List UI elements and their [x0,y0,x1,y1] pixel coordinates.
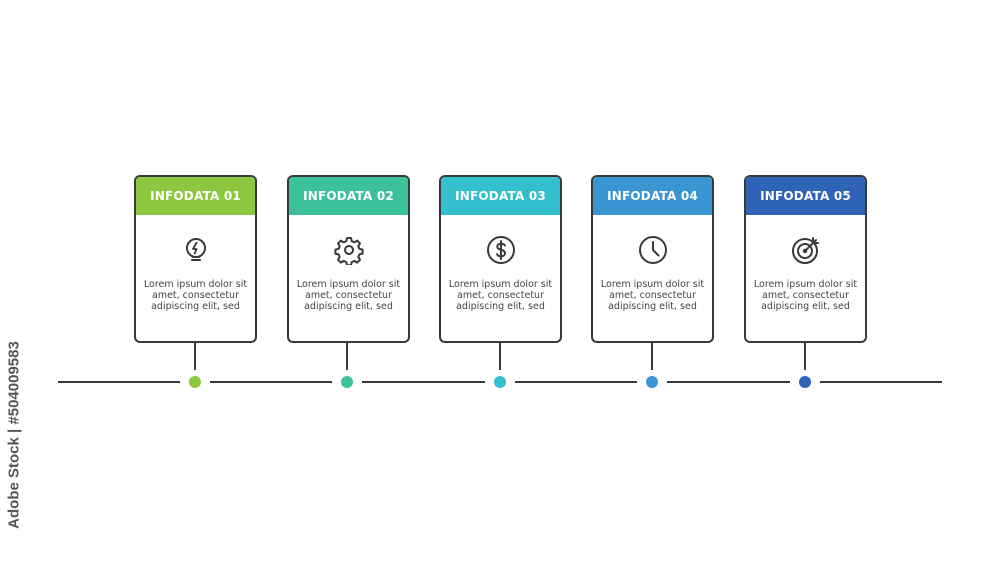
timeline-dot-2 [341,376,353,388]
step-card-2-header: INFODATA 02 [289,177,408,215]
step-card-1-header: INFODATA 01 [136,177,255,215]
timeline-dot-1 [189,376,201,388]
timeline-dot-group [189,376,811,388]
step-card-4: INFODATA 04 Lorem ipsum dolor sit amet, … [591,175,714,343]
gear-icon [333,237,364,265]
timeline-line-group [58,342,942,383]
step-card-2-text: Lorem ipsum dolor sit amet, consectetur … [296,279,401,312]
stock-watermark: Adobe Stock | #504009583 [4,320,24,550]
step-card-2: INFODATA 02 Lorem ipsum dolor sit amet, … [287,175,410,343]
lightbulb-icon [185,238,206,261]
timeline-dot-3 [494,376,506,388]
target-icon [791,237,819,264]
dollar-icon [486,236,515,264]
timeline-dot-5 [799,376,811,388]
step-card-3: INFODATA 03 Lorem ipsum dolor sit amet, … [439,175,562,343]
step-card-4-header: INFODATA 04 [593,177,712,215]
step-card-1-text: Lorem ipsum dolor sit amet, consectetur … [143,279,248,312]
step-card-5-text: Lorem ipsum dolor sit amet, consectetur … [753,279,858,312]
timeline-dot-4 [646,376,658,388]
watermark-text: Adobe Stock | #504009583 [5,341,23,529]
step-card-4-text: Lorem ipsum dolor sit amet, consectetur … [600,279,705,312]
clock-icon [638,236,667,264]
step-card-3-text: Lorem ipsum dolor sit amet, consectetur … [448,279,553,312]
step-card-3-header: INFODATA 03 [441,177,560,215]
step-card-1: INFODATA 01 Lorem ipsum dolor sit amet, … [134,175,257,343]
step-card-5-header: INFODATA 05 [746,177,865,215]
step-card-5: INFODATA 05 Lorem ipsum dolor sit amet, … [744,175,867,343]
